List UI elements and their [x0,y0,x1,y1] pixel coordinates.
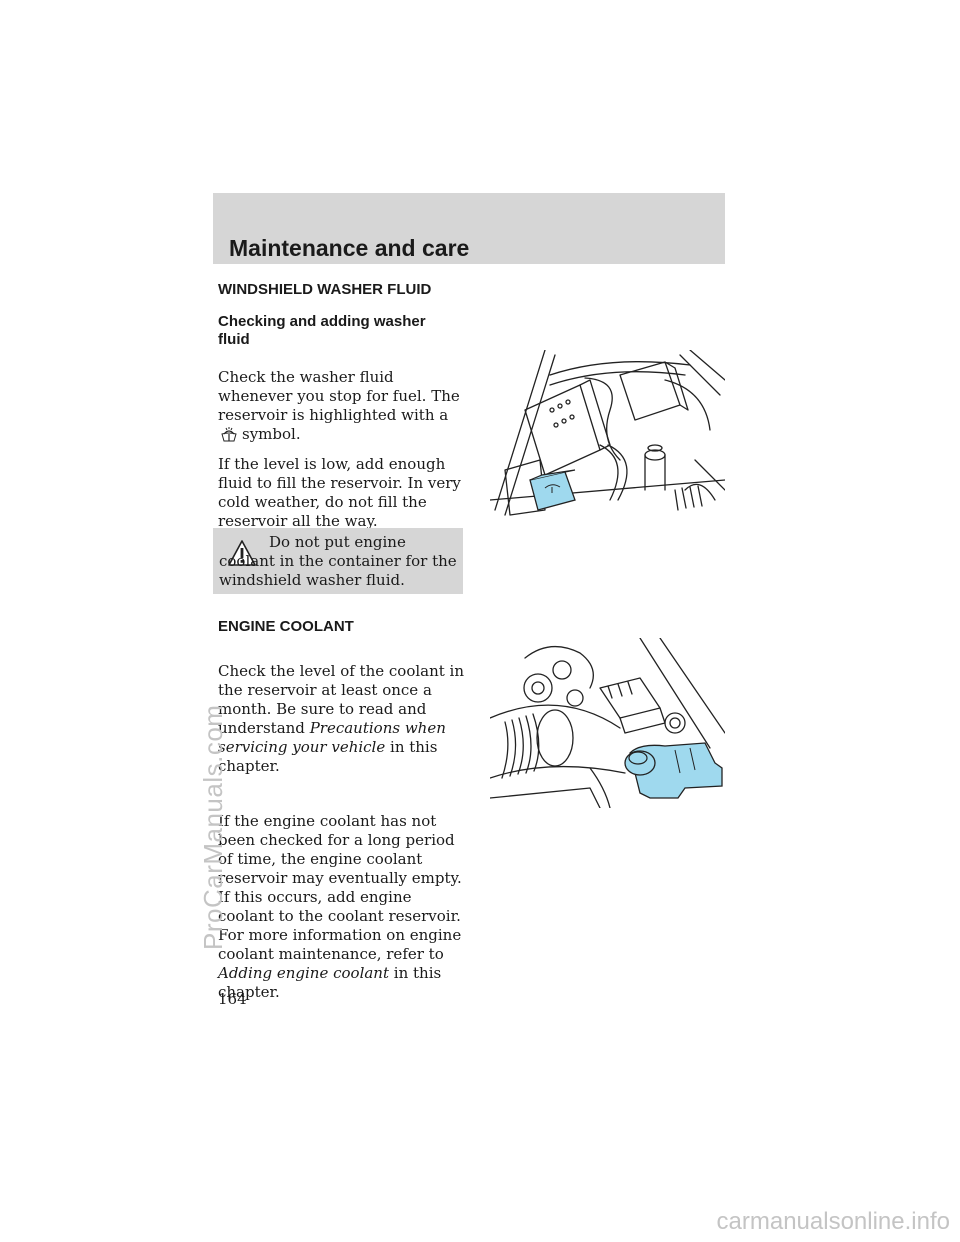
coolant-paragraph-2: If the engine coolant has not been check… [218,812,468,1002]
coolant-para1-text: Check the level of the coolant in the re… [218,662,464,737]
coolant-body-2: If the engine coolant has not been check… [218,812,468,1002]
coolant-reservoir-illustration [490,638,725,808]
washer-subheading: Checking and adding washer fluid [218,313,426,349]
washer-paragraph-2: If the level is low, add enough fluid to… [218,455,461,530]
washer-subheading-line2: fluid [218,331,250,348]
washer-reservoir-illustration [490,350,725,516]
side-watermark: ProCarManuals.com [198,704,228,950]
adding-coolant-reference: Adding engine coolant [218,964,389,982]
bottom-watermark: carmanualsonline.info [716,1208,950,1235]
page-number: 164 [218,990,247,1008]
coolant-para2-text: If the engine coolant has not been check… [218,812,462,963]
warning-box: Do not put engine coolant in the contain… [213,528,463,594]
coolant-heading: ENGINE COOLANT [218,618,354,635]
warning-text: Do not put engine coolant in the contain… [219,533,457,589]
washer-subheading-line1: Checking and adding washer [218,313,426,330]
washer-body: Check the washer fluid whenever you stop… [218,368,468,531]
washer-fluid-icon [221,427,237,442]
section-title: Maintenance and care [229,235,470,261]
washer-paragraph-1: Check the washer fluid whenever you stop… [218,368,468,444]
coolant-para2-end: in this chapter. [218,964,442,1001]
washer-heading: WINDSHIELD WASHER FLUID [218,281,432,298]
coolant-body-1: Check the level of the coolant in the re… [218,662,468,776]
warning-triangle-icon [228,540,256,566]
coolant-para1-end: in this chapter. [218,738,438,775]
washer-para1-symbol-word: symbol. [242,425,301,443]
precautions-reference: Precautions when servicing your vehicle [218,719,446,756]
coolant-paragraph-1: Check the level of the coolant in the re… [218,662,468,776]
washer-para1-text: Check the washer fluid whenever you stop… [218,368,460,424]
section-header: Maintenance and care [213,193,725,264]
